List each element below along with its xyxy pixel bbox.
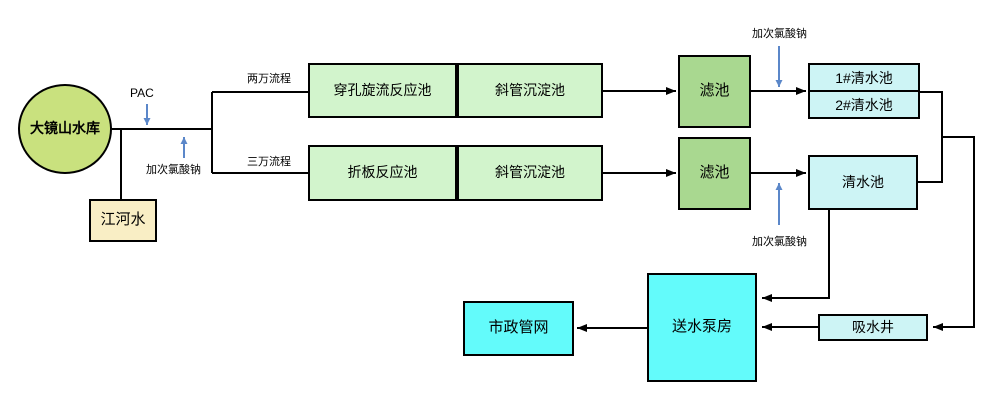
node-clearwell-main: 清水池: [808, 155, 918, 210]
node-municipal-network: 市政管网: [463, 301, 574, 356]
node-reservoir: 大镜山水库: [18, 84, 112, 174]
arrow-clearwell-pump: [762, 210, 830, 302]
label-flow-20k: 两万流程: [247, 73, 291, 85]
edge-clearwell-merge: [918, 91, 943, 183]
node-clearwell-stack: 1#清水池 2#清水池: [808, 63, 920, 119]
node-clearwell-1: 1#清水池: [810, 65, 918, 92]
node-sediment-tank-bottom: 斜管沉淀池: [457, 145, 603, 201]
label-dosing-left: 加次氯酸钠: [146, 164, 201, 176]
arrow-merge-suction-well: [933, 136, 975, 331]
label-pac: PAC: [130, 86, 154, 100]
node-filter-bottom: 滤池: [678, 137, 751, 210]
node-river-water: 江河水: [89, 199, 157, 242]
node-plate-reaction-tank: 折板反应池: [308, 145, 457, 201]
node-filter-top: 滤池: [678, 55, 751, 128]
node-swirl-reaction-tank: 穿孔旋流反应池: [308, 63, 457, 118]
label-flow-30k: 三万流程: [247, 156, 291, 168]
label-dosing-top-right: 加次氯酸钠: [752, 28, 807, 40]
node-suction-well: 吸水井: [818, 314, 928, 341]
node-pump-house: 送水泵房: [647, 273, 757, 382]
node-sediment-tank-top: 斜管沉淀池: [457, 63, 603, 118]
label-dosing-bottom-right: 加次氯酸钠: [752, 236, 807, 248]
node-clearwell-2: 2#清水池: [835, 96, 893, 113]
